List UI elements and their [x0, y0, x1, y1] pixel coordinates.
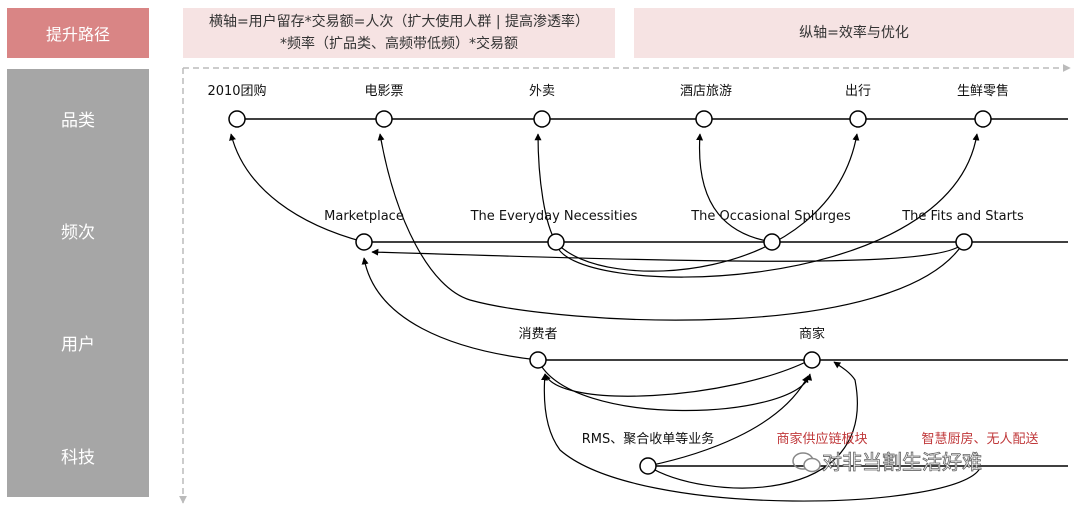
- node-rms: [639, 457, 657, 475]
- node-merchant: [803, 351, 821, 369]
- x-axis-description: 横轴=用户留存*交易额=人次（扩大使用人群 | 提高渗透率） *频率（扩品类、高…: [183, 8, 615, 58]
- label-supply-chain: 商家供应链板块: [776, 431, 867, 447]
- row-label-tech: 科技: [61, 448, 95, 468]
- header-label: 提升路径: [7, 8, 149, 58]
- arrow-fits-to-movie: [377, 133, 965, 321]
- arrow-consumer-to-marketplace: [361, 257, 539, 361]
- label-hotel: 酒店旅游: [680, 84, 732, 99]
- label-ride: 出行: [845, 84, 871, 99]
- label-movie: 电影票: [364, 84, 403, 99]
- arrow-rms-to-merchant-2: [647, 361, 858, 489]
- row-label-category: 品类: [61, 111, 95, 131]
- arrow-splurges-to-hotel: [696, 133, 773, 243]
- node-movie: [375, 110, 393, 128]
- x-axis-line1: 横轴=用户留存*交易额=人次（扩大使用人群 | 提高渗透率）: [208, 14, 590, 30]
- label-fits: The Fits and Starts: [901, 209, 1024, 224]
- arrow-everyday-to-ride: [555, 133, 860, 272]
- arrow-rms-to-merchant: [647, 375, 809, 467]
- node-everyday: [547, 233, 565, 251]
- node-ride: [849, 110, 867, 128]
- arrow-merchant-to-consumer: [544, 359, 811, 397]
- label-merchant: 商家: [799, 326, 825, 342]
- label-marketplace: Marketplace: [324, 209, 404, 224]
- label-fresh: 生鲜零售: [957, 83, 1009, 99]
- y-axis-description: 纵轴=效率与优化: [634, 8, 1074, 58]
- label-delivery: 外卖: [529, 84, 555, 99]
- node-delivery: [533, 110, 551, 128]
- node-consumer: [529, 351, 547, 369]
- label-groupbuy: 2010团购: [207, 83, 266, 99]
- node-hotel: [695, 110, 713, 128]
- row-label-frequency: 频次: [61, 223, 95, 243]
- arrow-consumer-to-merchant: [537, 359, 813, 412]
- node-splurges: [763, 233, 781, 251]
- x-axis-line2: *频率（扩品类、高频带低频）*交易额: [280, 36, 518, 52]
- arrow-smartkitchen-to-consumer: [541, 373, 981, 502]
- label-smart-kitchen: 智慧厨房、无人配送: [921, 431, 1038, 447]
- node-marketplace: [355, 233, 373, 251]
- arrow-everyday-to-delivery: [534, 133, 557, 243]
- arrow-fits-to-marketplace: [371, 241, 965, 262]
- label-everyday: The Everyday Necessities: [470, 209, 638, 224]
- watermark-text: 对非当割生活好难: [822, 450, 982, 474]
- watermark: 对非当割生活好难: [792, 450, 982, 474]
- label-consumer: 消费者: [518, 327, 557, 342]
- node-groupbuy: [228, 110, 246, 128]
- label-rms: RMS、聚合收单等业务: [582, 431, 715, 447]
- wechat-icon: [792, 452, 821, 473]
- arrow-everyday-to-fresh: [555, 133, 980, 278]
- node-fits: [955, 233, 973, 251]
- label-splurges: The Occasional Splurges: [690, 209, 851, 224]
- arrow-marketplace-to-groupbuy: [229, 133, 365, 243]
- node-fresh: [974, 110, 992, 128]
- row-label-user: 用户: [61, 335, 95, 355]
- row-labels-panel: 品类 频次 用户 科技: [7, 69, 149, 497]
